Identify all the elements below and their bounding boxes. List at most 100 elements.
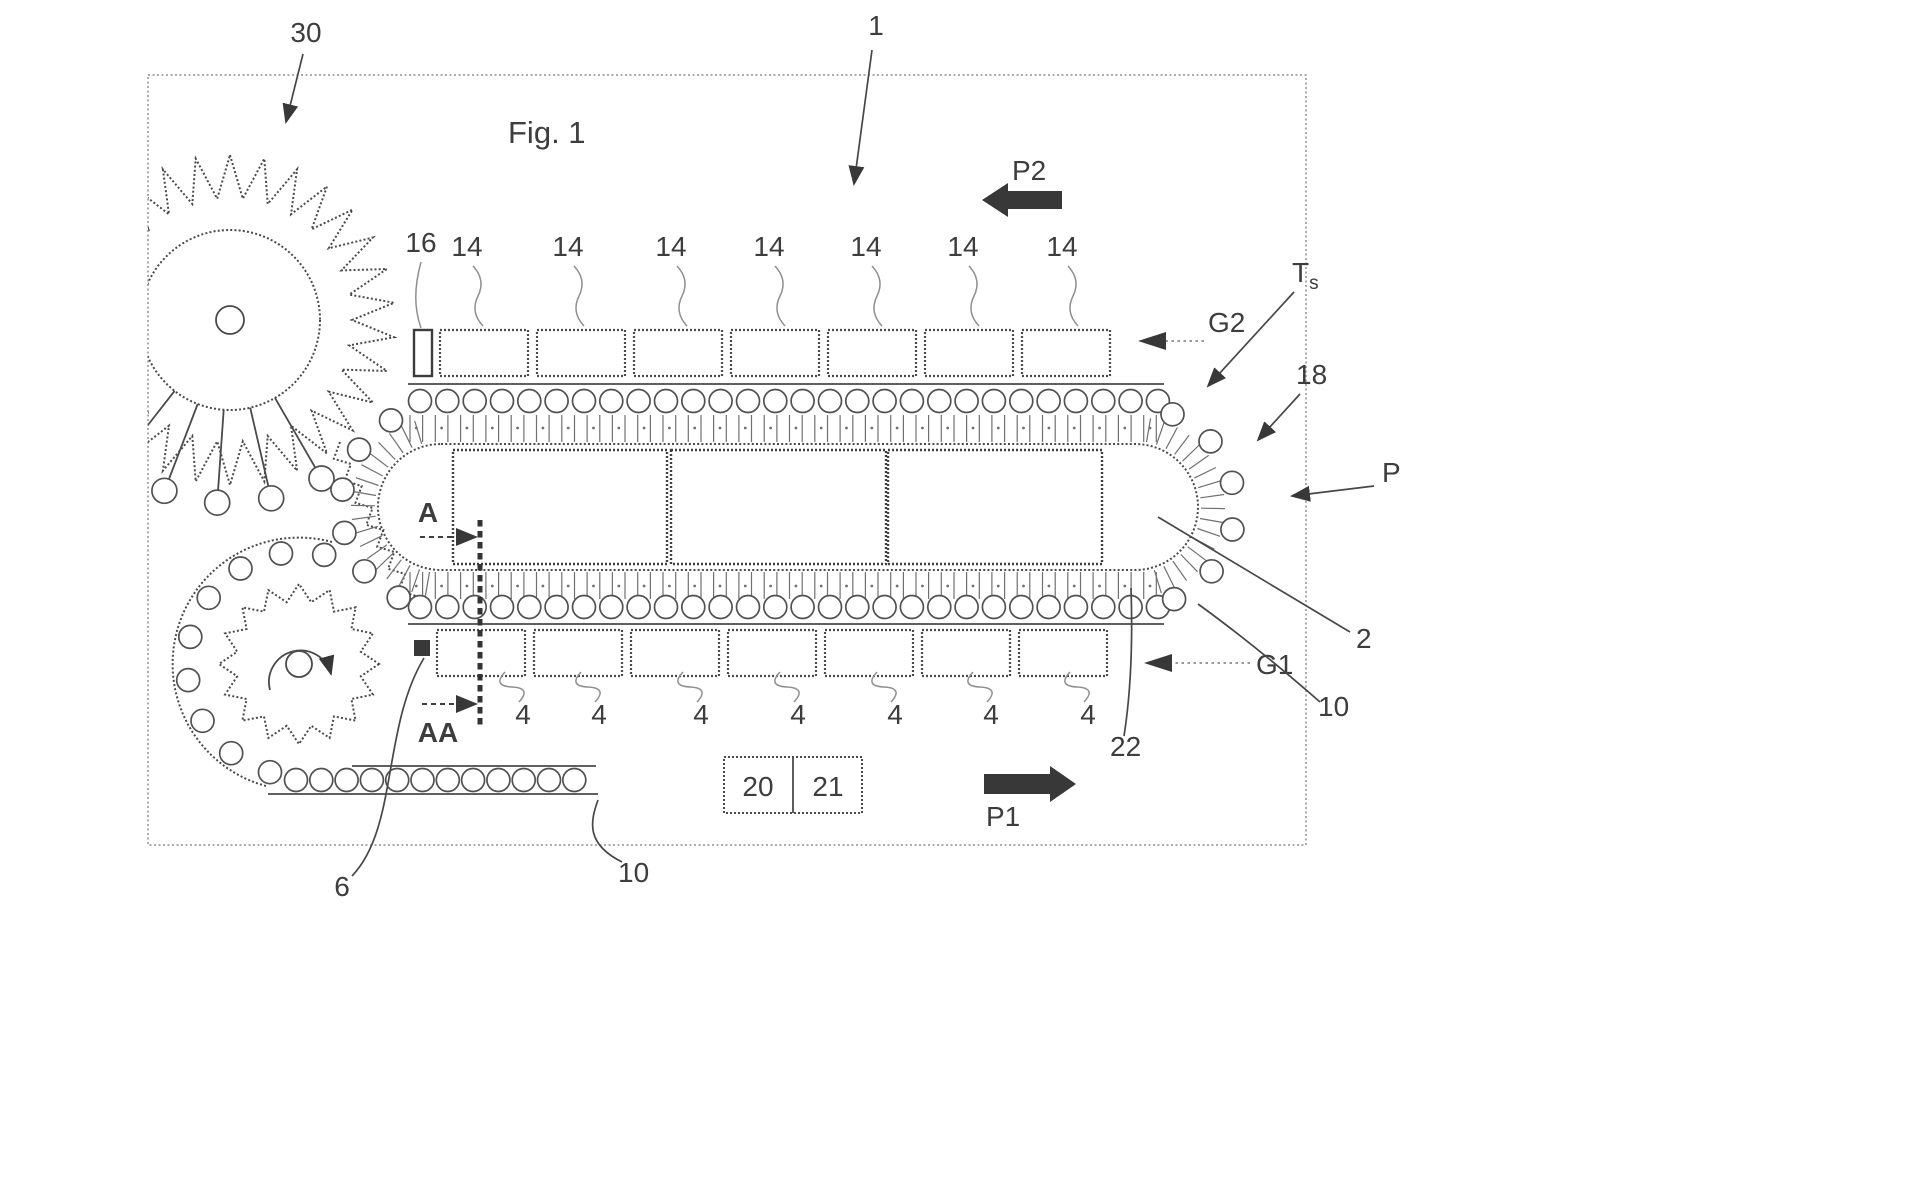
stipple-dot (592, 426, 595, 430)
stipple-dot (1072, 584, 1076, 588)
stipple-dot (1123, 426, 1127, 430)
top-holder-label: 14 (1046, 231, 1077, 262)
cap-tooth (1180, 554, 1198, 573)
chain-link (308, 767, 334, 793)
stipple-dot (946, 426, 950, 430)
stipple-dot (718, 584, 722, 588)
stipple-dot (693, 584, 697, 588)
belt-ball (708, 388, 733, 414)
belt-ball (1199, 558, 1224, 584)
stipple-dot (440, 584, 443, 588)
stipple-dot (465, 426, 469, 430)
belt-ball (1090, 594, 1116, 620)
cap-tooth (375, 552, 394, 570)
gear-finger (217, 409, 225, 490)
belt-ball (926, 388, 952, 414)
belt-ball (1036, 594, 1061, 620)
bottom-holder-leader (967, 671, 993, 703)
toothed-wheel-30 (105, 151, 398, 516)
gear-finger (148, 390, 176, 427)
belt-ball (844, 594, 870, 620)
arrowhead-g2 (1138, 332, 1166, 350)
gear-finger-tip (105, 452, 130, 477)
gear-finger-tip (308, 465, 335, 492)
leader-10-bottom (591, 799, 623, 863)
belt-ball (1160, 401, 1185, 427)
cap-tooth (1174, 434, 1190, 455)
bottom-holder-box (629, 628, 721, 678)
leader-p (1290, 485, 1375, 502)
stipple-dot (1047, 426, 1051, 430)
top-holder-box (1020, 328, 1112, 378)
bottom-holder-label: 4 (693, 699, 709, 730)
cap-tooth (1187, 546, 1208, 562)
stipple-dot (870, 584, 874, 588)
stipple-dot (743, 426, 747, 430)
belt-ball (489, 388, 515, 414)
label-ts: Ts (1292, 257, 1319, 294)
top-holder-leader (472, 265, 484, 327)
bottom-holder-box (823, 628, 915, 678)
belt-ball (844, 388, 870, 414)
bottom-holder-box (726, 628, 818, 678)
stipple-dot (921, 426, 924, 430)
cap-tooth (1200, 493, 1225, 499)
cap-tooth (351, 515, 376, 521)
top-holder-label: 14 (753, 231, 784, 262)
belt-ball (1118, 388, 1143, 414)
gear-hub (215, 305, 245, 335)
belt-ball (1198, 429, 1223, 454)
cap-tooth (1199, 517, 1224, 524)
belt-ball (462, 594, 488, 620)
chain-link (175, 667, 201, 693)
label-2: 2 (1356, 623, 1372, 654)
stipple-dot (996, 426, 1000, 430)
cap-tooth (398, 565, 411, 587)
cap-tooth (361, 464, 383, 477)
belt-ball (872, 388, 897, 414)
belt-ball (981, 388, 1007, 414)
belt-ball (489, 594, 515, 620)
top-holder-leader (1067, 265, 1079, 327)
carrier-segment-box (669, 448, 888, 566)
top-holder-label: 14 (655, 231, 686, 262)
cap-tooth (1197, 527, 1221, 537)
stipple-dot (819, 584, 823, 588)
bottom-holder-box (532, 628, 624, 678)
bottom-holder-leader (499, 671, 525, 703)
cap-tooth (359, 535, 382, 548)
chain-link (257, 759, 283, 785)
stipple-dot (769, 584, 772, 588)
chain-link (435, 767, 461, 793)
stipple-dot (1098, 426, 1101, 430)
cap-tooth (1165, 427, 1178, 449)
belt-ball (571, 388, 597, 414)
belt-ball (872, 594, 897, 620)
stipple-dot (566, 584, 570, 588)
leader-ts (1206, 291, 1295, 388)
bottom-holder-box (1017, 628, 1109, 678)
carrier-belt-assembly (330, 383, 1245, 625)
gear-finger (274, 397, 316, 468)
label-1: 1 (868, 10, 884, 41)
leader-16 (415, 261, 422, 329)
gear-finger-tip (151, 477, 178, 505)
top-holder-box (438, 328, 530, 378)
belt-ball (516, 388, 542, 414)
belt-ball (1036, 388, 1061, 414)
cap-tooth (400, 425, 413, 448)
belt-ball (981, 594, 1007, 620)
arrowhead-g1 (1144, 654, 1172, 672)
stipple-dot (414, 584, 418, 588)
belt-ball (434, 388, 460, 414)
cap-tooth (411, 569, 421, 593)
stipple-dot (718, 426, 722, 430)
belt-ball (762, 594, 788, 620)
stipple-dot (642, 426, 646, 430)
arrow-p2 (982, 183, 1062, 217)
top-holder-box (729, 328, 821, 378)
stipple-dot (592, 584, 595, 588)
belt-ball (378, 408, 404, 433)
belt-ball (516, 594, 542, 620)
